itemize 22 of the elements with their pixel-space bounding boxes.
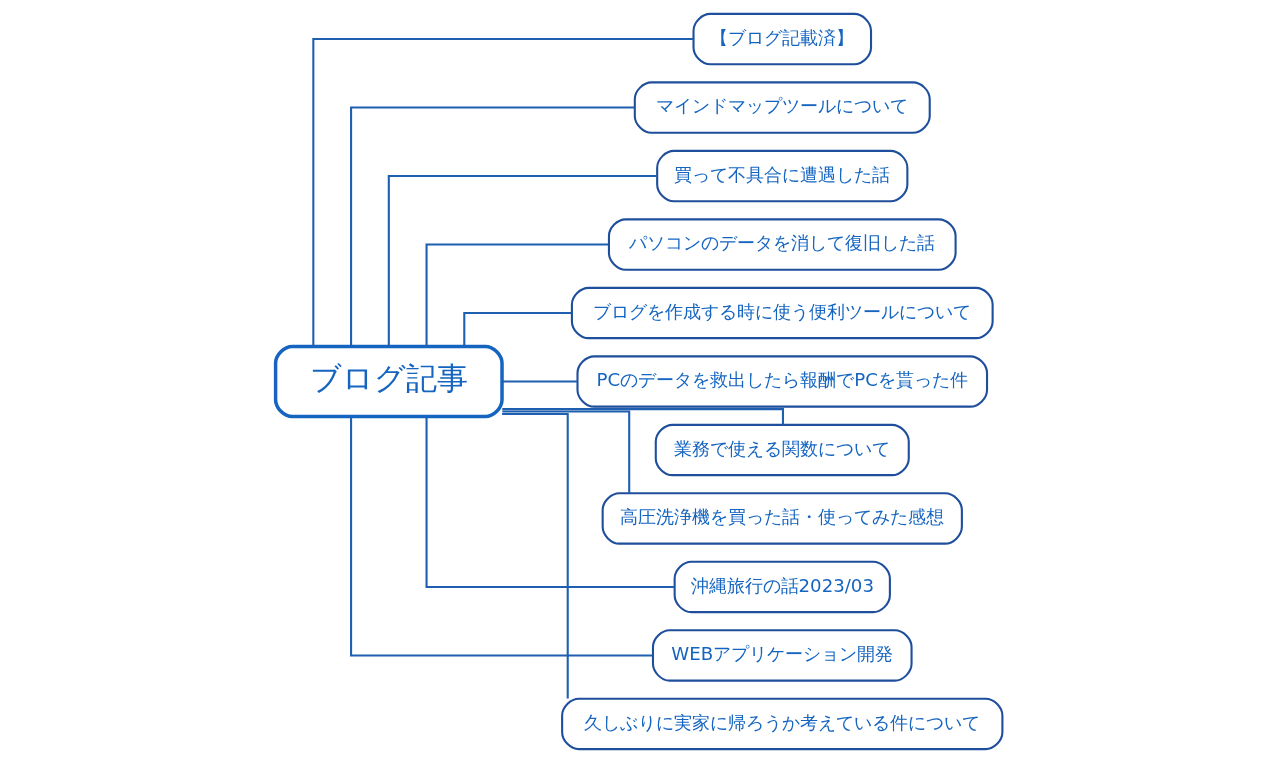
node-box: 高圧洗浄機を買った話・使ってみた感想	[601, 492, 963, 545]
node-box: ブログ記事	[273, 344, 504, 419]
connector	[425, 416, 675, 588]
node-box: 【ブログ記載済】	[692, 12, 873, 66]
connector	[502, 412, 569, 699]
connector	[312, 38, 693, 347]
connector	[502, 410, 631, 494]
node-box: 業務で使える関数について	[654, 423, 910, 477]
node-box: パソコンのデータを消して復旧した話	[607, 218, 957, 271]
node-box: WEBアプリケーション開発	[651, 629, 913, 682]
connector	[350, 416, 653, 657]
connector	[463, 311, 572, 347]
node-box: ブログを作成する時に使う便利ツールについて	[570, 286, 994, 340]
connector	[350, 106, 635, 347]
node-box: マインドマップツールについて	[633, 81, 931, 134]
connector	[502, 380, 578, 383]
connector	[425, 243, 609, 347]
connector	[387, 175, 657, 347]
node-box: 買って不具合に遭遇した話	[656, 149, 909, 203]
node-box: 沖縄旅行の話2023/03	[673, 560, 891, 614]
node-box: 久しぶりに実家に帰ろうか考えている件について	[561, 697, 1004, 751]
node-box: PCのデータを救出したら報酬でPCを貰った件	[576, 355, 989, 408]
